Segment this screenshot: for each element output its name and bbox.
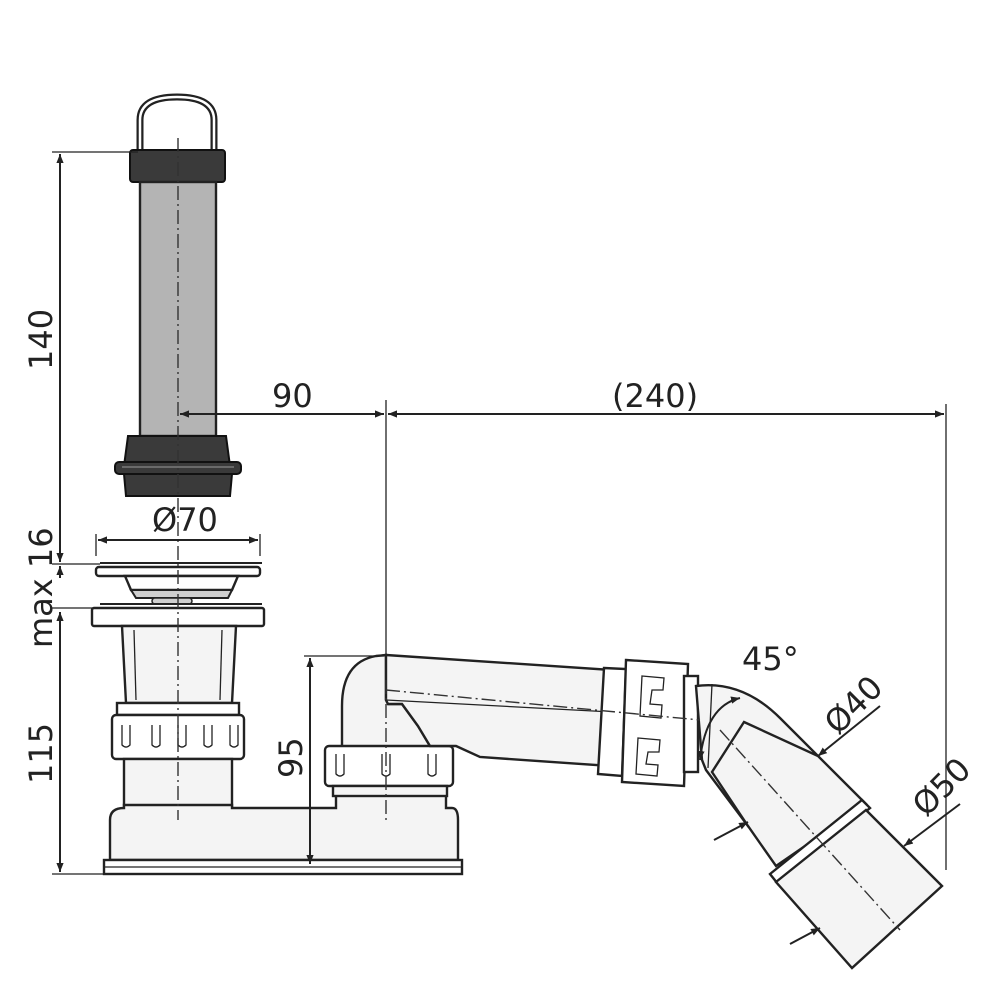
dim-label-240: (240) xyxy=(612,377,698,415)
trap-body xyxy=(90,606,464,876)
dim-label-diameter-70: Ø70 xyxy=(152,501,218,539)
elbow-45 xyxy=(694,683,944,970)
dim-label-angle-45: 45° xyxy=(742,640,799,678)
drain-cover xyxy=(94,562,262,605)
outlet-pipe xyxy=(384,653,700,788)
dim-label-95: 95 xyxy=(272,737,310,778)
dim-label-max-16: max 16 xyxy=(22,527,60,648)
dim-label-140: 140 xyxy=(22,309,60,370)
union-nut xyxy=(620,658,690,788)
dim-label-diameter-40: Ø40 xyxy=(817,668,890,741)
dimension-lines xyxy=(52,151,961,945)
dim-label-diameter-50: Ø50 xyxy=(905,750,978,823)
dim-label-90: 90 xyxy=(272,377,313,415)
center-lines xyxy=(177,138,901,931)
dim-label-115: 115 xyxy=(22,723,60,784)
stopper-handle xyxy=(136,93,218,152)
